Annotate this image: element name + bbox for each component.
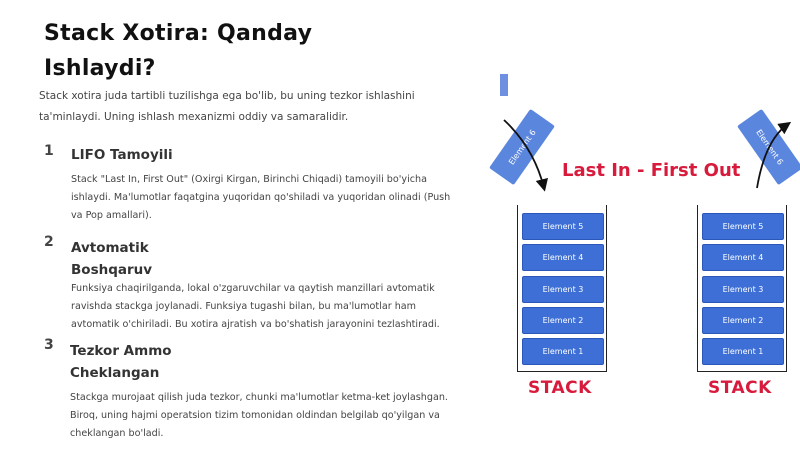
section-1-text: Stack "Last In, First Out" (Oxirgi Kirga… xyxy=(71,174,451,221)
stack-element: Element 1 xyxy=(522,338,604,365)
stack-element: Element 4 xyxy=(522,244,604,271)
section-3-text: Stackga murojaat qilish juda tezkor, chu… xyxy=(70,392,448,439)
content-panel: Stack Xotira: Qanday Ishlaydi? Stack xot… xyxy=(39,21,451,439)
stack-label-right: STACK xyxy=(708,378,772,398)
section-3-number: 3 xyxy=(44,337,54,353)
page-title: Stack Xotira: Qanday Ishlaydi? xyxy=(44,21,313,81)
section-2-number: 2 xyxy=(44,234,54,250)
intro-text: Stack xotira juda tartibli tuzilishga eg… xyxy=(39,90,415,123)
lifo-label: Last In - First Out xyxy=(562,160,741,181)
stack-element: Element 2 xyxy=(522,307,604,334)
stack-element: Element 1 xyxy=(702,338,784,365)
incoming-element: Element 6 xyxy=(489,108,555,186)
stack-container-right: Element 5 Element 4 Element 3 Element 2 … xyxy=(697,205,787,372)
edge-element-tab xyxy=(500,74,508,96)
stack-container-left: Element 5 Element 4 Element 3 Element 2 … xyxy=(517,205,607,372)
section-2-text: Funksiya chaqirilganda, lokal o'zgaruvch… xyxy=(71,283,440,330)
section-2-title: Avtomatik Boshqaruv xyxy=(71,240,153,278)
stack-label-left: STACK xyxy=(528,378,592,398)
stack-element: Element 5 xyxy=(702,213,784,240)
stack-element: Element 5 xyxy=(522,213,604,240)
outgoing-element: Element 6 xyxy=(737,108,800,186)
section-1-title: LIFO Tamoyili xyxy=(71,147,173,163)
stack-diagram: Element 6 Element 6 Last In - First Out … xyxy=(470,0,800,450)
stack-element: Element 3 xyxy=(702,276,784,303)
stack-element: Element 3 xyxy=(522,276,604,303)
stack-element: Element 4 xyxy=(702,244,784,271)
section-1-number: 1 xyxy=(44,143,54,159)
section-3-title: Tezkor Ammo Cheklangan xyxy=(70,343,172,381)
stack-element: Element 2 xyxy=(702,307,784,334)
